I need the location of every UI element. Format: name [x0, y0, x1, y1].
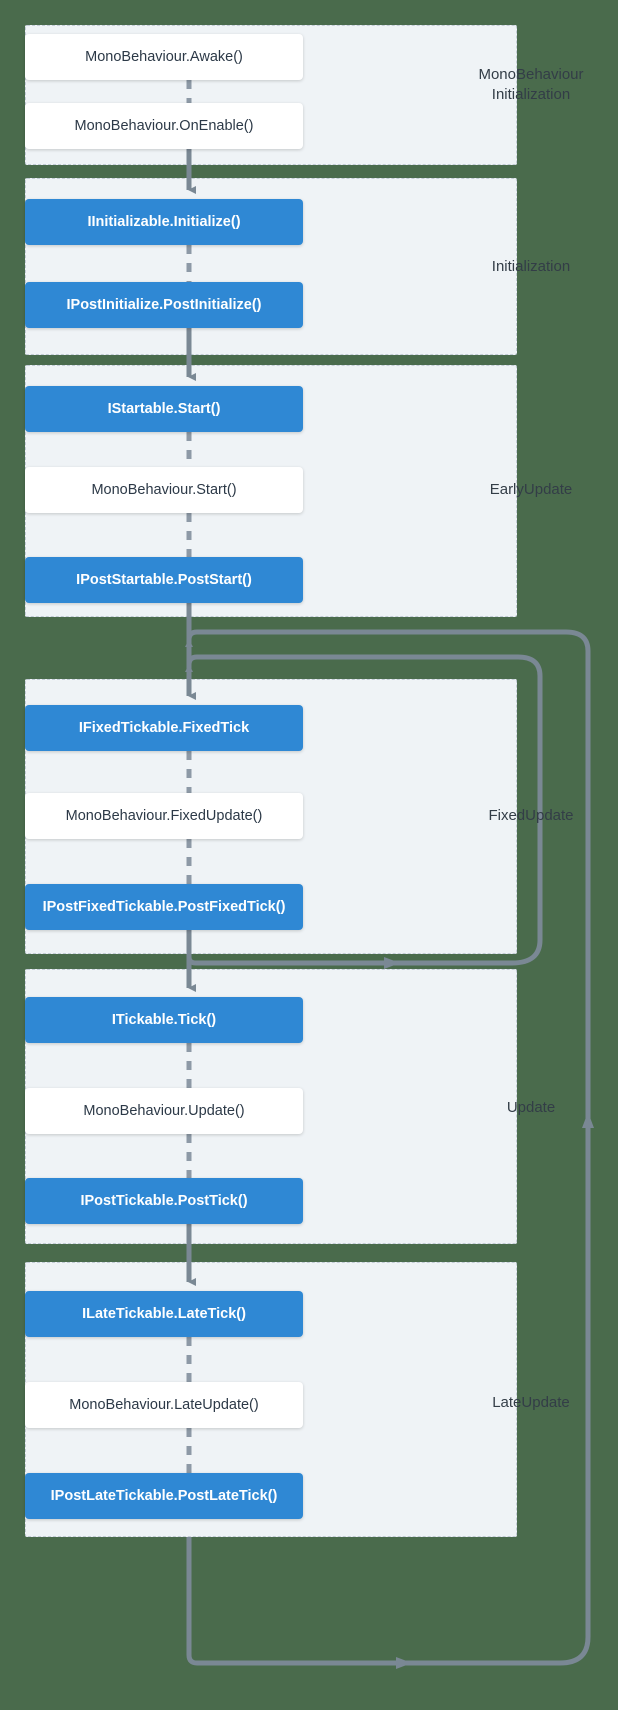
- node-label: MonoBehaviour.LateUpdate(): [69, 1397, 259, 1413]
- node-monobehaviour-update[interactable]: MonoBehaviour.Update(): [25, 1088, 303, 1134]
- arrowhead-fixedupdate-rail-right: [384, 957, 400, 969]
- node-ipostinitialize-postinitialize[interactable]: IPostInitialize.PostInitialize(): [25, 282, 303, 328]
- node-ilatetickable-latetick[interactable]: ILateTickable.LateTick(): [25, 1291, 303, 1337]
- node-label: MonoBehaviour.FixedUpdate(): [65, 808, 263, 824]
- node-iposttickable-posttick[interactable]: IPostTickable.PostTick(): [25, 1178, 303, 1224]
- node-ipoststartable-poststart[interactable]: IPostStartable.PostStart(): [25, 557, 303, 603]
- node-itickable-tick[interactable]: ITickable.Tick(): [25, 997, 303, 1043]
- node-label: IFixedTickable.FixedTick: [78, 720, 250, 736]
- phase-label-initialization: Initialization: [491, 258, 571, 275]
- node-monobehaviour-awake[interactable]: MonoBehaviour.Awake(): [25, 34, 303, 80]
- node-label: IStartable.Start(): [107, 401, 221, 417]
- node-label: IPostTickable.PostTick(): [80, 1193, 248, 1209]
- node-ifixedtickable-fixedtick[interactable]: IFixedTickable.FixedTick: [25, 705, 303, 751]
- node-label: IInitializable.Initialize(): [87, 214, 241, 230]
- node-istartable-start[interactable]: IStartable.Start(): [25, 386, 303, 432]
- node-iinitializable-initialize[interactable]: IInitializable.Initialize(): [25, 199, 303, 245]
- phase-label-lateupdate: LateUpdate: [492, 1394, 570, 1411]
- node-label: MonoBehaviour.Update(): [83, 1103, 245, 1119]
- node-label: ILateTickable.LateTick(): [82, 1306, 246, 1322]
- node-label: IPostFixedTickable.PostFixedTick(): [42, 899, 286, 915]
- node-ipostfixedtickable-postfixedtick[interactable]: IPostFixedTickable.PostFixedTick(): [25, 884, 303, 930]
- phase-label-fixedupdate: FixedUpdate: [488, 807, 574, 824]
- node-label: IPostStartable.PostStart(): [76, 572, 252, 588]
- node-label: MonoBehaviour.Start(): [91, 482, 237, 498]
- node-monobehaviour-start[interactable]: MonoBehaviour.Start(): [25, 467, 303, 513]
- node-label: MonoBehaviour.Awake(): [85, 49, 243, 65]
- node-ipostlatetickable-postlatetick[interactable]: IPostLateTickable.PostLateTick(): [25, 1473, 303, 1519]
- node-monobehaviour-onenable[interactable]: MonoBehaviour.OnEnable(): [25, 103, 303, 149]
- node-label: MonoBehaviour.OnEnable(): [74, 118, 254, 134]
- arrowhead-lateupdate-rail-right: [396, 1657, 412, 1669]
- phase-label-update: Update: [506, 1099, 556, 1116]
- node-label: ITickable.Tick(): [111, 1012, 217, 1028]
- phase-label-earlyupdate: EarlyUpdate: [489, 481, 573, 498]
- node-monobehaviour-fixedupdate[interactable]: MonoBehaviour.FixedUpdate(): [25, 793, 303, 839]
- node-monobehaviour-lateupdate[interactable]: MonoBehaviour.LateUpdate(): [25, 1382, 303, 1428]
- node-label: IPostLateTickable.PostLateTick(): [50, 1488, 278, 1504]
- phase-label-monobehaviour-initialization: MonoBehaviour Initialization: [478, 66, 584, 103]
- node-label: IPostInitialize.PostInitialize(): [66, 297, 262, 313]
